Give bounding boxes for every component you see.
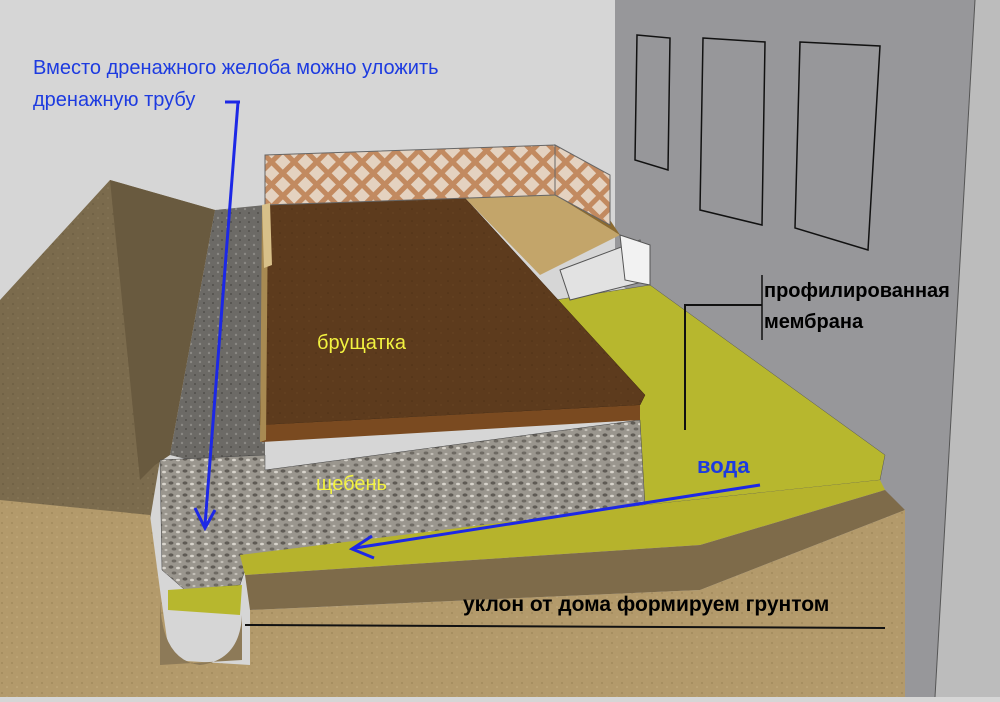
water-arrow-line — [354, 483, 761, 550]
curb-block — [619, 234, 651, 286]
water-arrow-head — [348, 534, 375, 560]
slope-note: уклон от дома формируем грунтом — [463, 593, 829, 616]
soil-cross-section — [0, 500, 905, 697]
membrane-pointer-line — [684, 304, 762, 430]
lattice-fence-side — [554, 144, 611, 226]
lattice-fence-back — [264, 144, 556, 206]
window-3 — [794, 41, 881, 251]
paving-label: брущатка — [317, 332, 407, 354]
drain-arrow-head — [193, 507, 217, 532]
soil-slope-body — [245, 490, 905, 610]
membrane-front-strip — [240, 480, 885, 575]
window-1 — [634, 34, 671, 172]
sand-bed-edge — [555, 195, 620, 235]
drain-arrow-line — [203, 101, 240, 526]
house-wall-side — [935, 0, 1000, 697]
drain-note-line1: Вместо дренажного желоба можно уложить — [33, 57, 439, 79]
paving-front — [260, 405, 640, 442]
drain-note-line2: дренажную трубу — [33, 89, 195, 111]
membrane-label-line2: мембрана — [764, 311, 864, 333]
sand-bed — [465, 195, 620, 275]
gravel-label: щебень — [316, 473, 387, 495]
fence-post — [262, 203, 272, 268]
wall-edge — [934, 0, 976, 698]
drain-pipe-bottom — [160, 595, 242, 665]
window-2 — [699, 37, 766, 226]
water-label: вода — [697, 453, 750, 478]
membrane-label-line1: профилированная — [764, 280, 950, 302]
slope-underline — [244, 624, 886, 629]
house-wall — [615, 0, 975, 697]
drain-channel-outer-wall — [110, 180, 215, 480]
membrane-drain-lining — [168, 585, 242, 615]
drain-channel-top — [170, 205, 265, 470]
